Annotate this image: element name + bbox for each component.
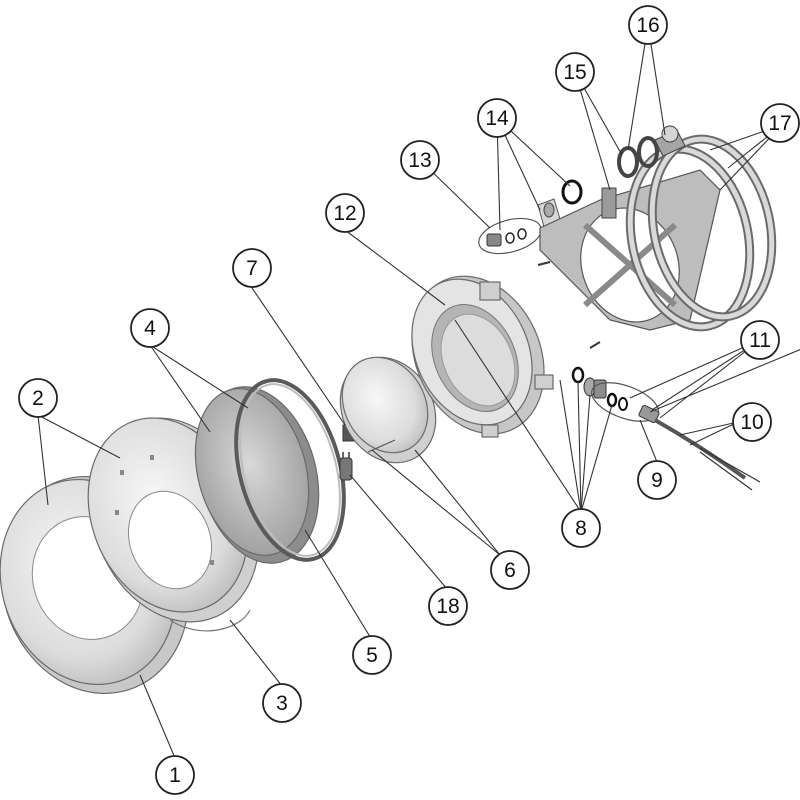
callout-15: 15 [555,52,595,92]
callout-4: 4 [130,308,170,348]
callout-16: 16 [628,5,668,45]
callout-9: 9 [637,460,677,500]
callout-8: 8 [561,508,601,548]
callout-5: 5 [352,635,392,675]
callout-4-label: 4 [144,317,156,340]
front-plate-back [169,609,251,632]
callout-3: 3 [262,683,302,723]
callout-2: 2 [18,378,58,418]
callout-6: 6 [490,550,530,590]
small-fittings [478,179,583,255]
callout-15-label: 15 [563,61,586,84]
clamp-rings [617,125,777,332]
callout-13: 13 [400,140,440,180]
callout-10-label: 10 [740,411,763,434]
callout-18: 18 [428,586,468,626]
callout-1-label: 1 [169,764,181,787]
parts-group [0,125,777,695]
callout-2-label: 2 [32,387,44,410]
callout-12: 12 [325,193,365,233]
callout-17-label: 17 [768,112,791,135]
callout-16-label: 16 [636,14,659,37]
callout-7: 7 [232,248,272,288]
callout-7-label: 7 [246,257,258,280]
gasket-ring [234,378,346,562]
gland-rings [571,366,628,411]
callout-17: 17 [760,103,800,143]
callout-14-label: 14 [485,107,509,130]
callout-3-label: 3 [276,692,288,715]
callouts-group: 1 2 3 4 5 6 7 8 [18,5,800,795]
callout-13-label: 13 [408,149,431,172]
callout-9-label: 9 [651,469,663,492]
callout-12-label: 12 [333,202,356,225]
callout-14: 14 [477,98,517,138]
callout-1: 1 [155,755,195,795]
lens-disk [194,386,320,564]
cable-assembly [591,382,761,491]
callout-5-label: 5 [366,644,378,667]
callout-8-label: 8 [575,517,587,540]
callout-10: 10 [732,402,772,442]
small-plug [339,452,353,481]
callout-11: 11 [740,320,780,360]
callout-11-label: 11 [749,329,771,352]
callout-18-label: 18 [436,595,459,618]
callout-6-label: 6 [504,559,516,582]
